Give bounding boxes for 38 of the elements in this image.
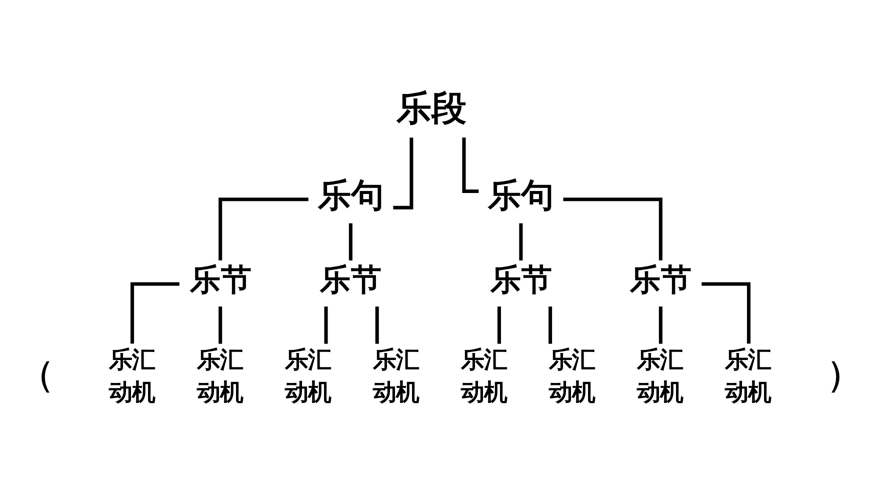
- node-text: 乐句: [488, 174, 554, 214]
- connector: [375, 306, 379, 344]
- node-text: 乐节: [490, 262, 552, 298]
- connector: [130, 282, 180, 344]
- node-text: 乐汇: [549, 344, 596, 373]
- node-text: 乐节: [320, 262, 382, 298]
- connector: [324, 306, 328, 344]
- connector: [497, 306, 501, 344]
- node-text: 乐汇: [284, 344, 331, 373]
- node-label: 动机: [108, 378, 155, 406]
- node-label: 动机: [725, 378, 772, 406]
- connector: [393, 137, 414, 209]
- node-label: 动机: [461, 378, 508, 406]
- connector: [519, 222, 523, 260]
- connector: [658, 306, 662, 344]
- connector: [563, 197, 662, 260]
- node-label: 动机: [549, 378, 596, 406]
- node-text: 乐句: [318, 174, 384, 214]
- node-text: 乐汇: [637, 344, 684, 373]
- connector: [348, 222, 352, 260]
- node-text: 乐汇: [108, 344, 155, 373]
- node-text: 乐段: [396, 88, 466, 129]
- node-label: 动机: [637, 378, 684, 406]
- node-text: 乐节: [630, 262, 692, 298]
- node-text: 乐汇: [725, 344, 772, 373]
- connector: [218, 306, 222, 344]
- node-label: 动机: [196, 378, 243, 406]
- node-label: 动机: [372, 378, 419, 406]
- node-text: 乐汇: [372, 344, 419, 373]
- connector: [548, 306, 552, 344]
- node-text: 乐汇: [461, 344, 508, 373]
- label: ): [828, 355, 842, 396]
- connector: [702, 282, 750, 344]
- connector: [218, 197, 308, 260]
- node-text: 乐汇: [196, 344, 243, 373]
- node-label: 动机: [284, 378, 331, 406]
- label: (: [38, 355, 52, 396]
- node-text: 乐节: [190, 262, 252, 298]
